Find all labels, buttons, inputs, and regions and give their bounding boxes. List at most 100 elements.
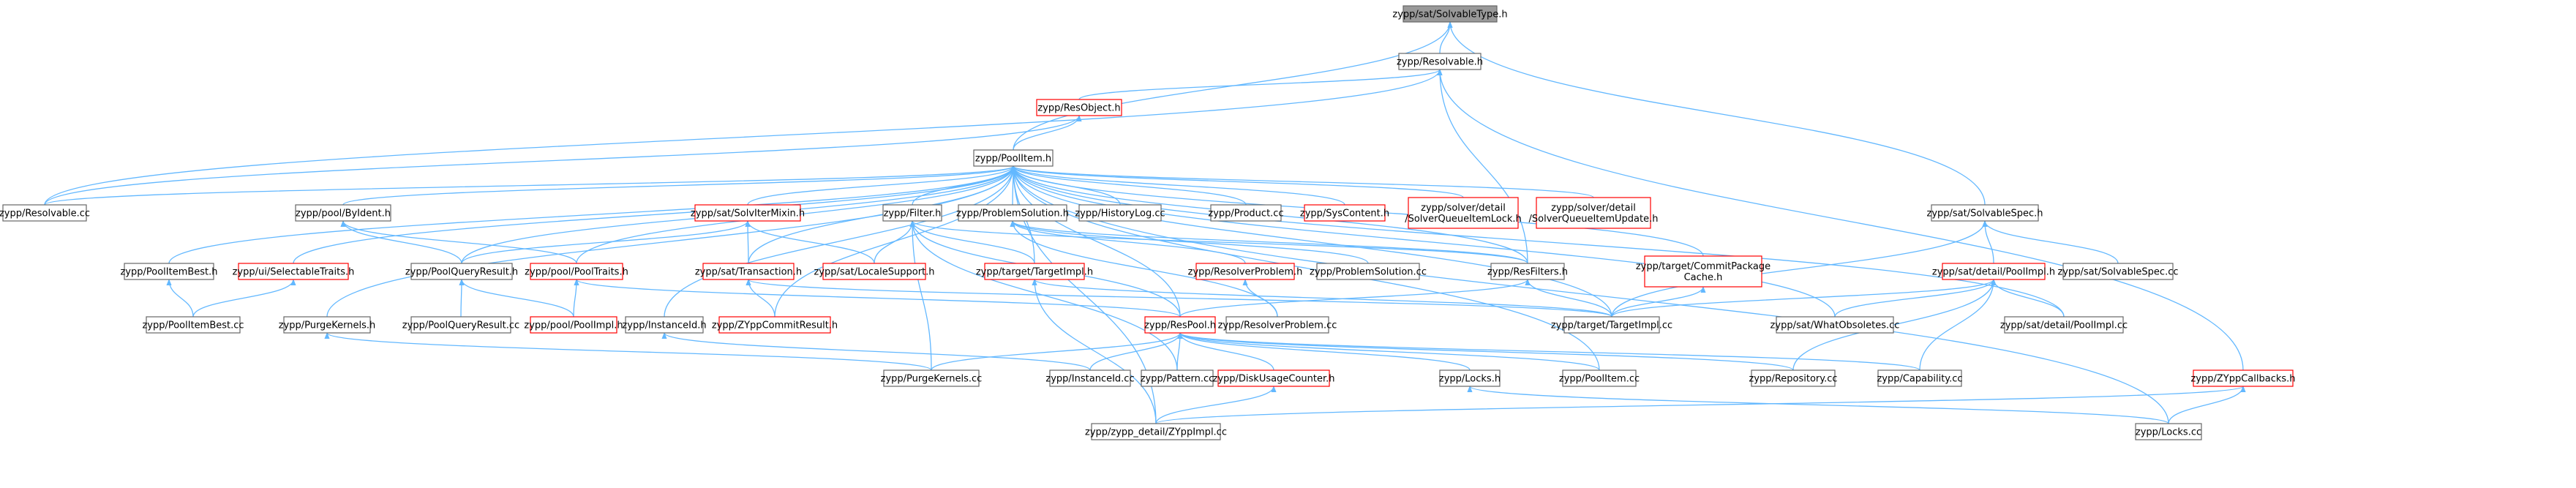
edge-squpdate_h-to-poolitem_h [1010,165,1594,198]
node-repository_cc[interactable]: zypp/Repository.cc [1749,369,1838,387]
node-transaction_h[interactable]: zypp/sat/Transaction.h [695,263,802,280]
node-label: zypp/PoolItemBest.h [120,267,217,278]
node-resobject_h[interactable]: zypp/ResObject.h [1036,99,1122,116]
node-box [1091,423,1221,440]
node-squpdate_h[interactable]: zypp/solver/detail/SolverQueueItemUpdate… [1529,197,1659,229]
node-targetimpl_cc[interactable]: zypp/target/TargetImpl.cc [1551,316,1672,334]
node-box [973,149,1054,167]
node-diskusagecounter_h[interactable]: zypp/DiskUsageCounter.h [1213,369,1335,387]
node-box [1195,263,1295,280]
node-selectabletraits_h[interactable]: zypp/ui/SelectableTraits.h [233,263,355,280]
node-box [1398,53,1482,70]
edge-targetimpl_cc-to-resfilters_h [1525,279,1612,318]
edge-filter_h-to-poolitem_h [912,165,1016,206]
node-problemsolution_cc[interactable]: zypp/ProblemSolution.cc [1310,263,1427,280]
node-byident_h[interactable]: zypp/pool/ByIdent.h [295,204,391,222]
node-pattern_cc[interactable]: zypp/Pattern.cc [1141,369,1214,387]
edge-localesupport_h-to-filter_h [874,220,915,264]
node-purgekernels_cc[interactable]: zypp/PurgeKernels.cc [881,369,983,387]
edge-localesupport_h-to-solvitermaixin_h [745,220,875,264]
node-sqlock_h[interactable]: zypp/solver/detail/SolverQueueItemLock.h [1405,197,1522,229]
node-box [146,316,241,334]
node-poolimpl_h[interactable]: zypp/sat/detail/PoolImpl.h [1932,263,2055,280]
node-poolimpl_pool_h[interactable]: zypp/pool/PoolImpl.h [524,316,623,334]
node-box [883,369,980,387]
node-targetimpl_h[interactable]: zypp/target/TargetImpl.h [976,263,1093,280]
edge-poolitembest_cc-to-poolitembest_h [166,279,194,318]
node-solvablespec_h[interactable]: zypp/sat/SolvableSpec.h [1927,204,2043,222]
node-locks_h[interactable]: zypp/Locks.h [1439,369,1501,387]
edge-instanceid_h-to-poolitem_h [664,165,1016,318]
node-label: zypp/HistoryLog.cc [1075,209,1165,219]
node-label: zypp/target/TargetImpl.h [976,267,1093,278]
node-box [530,316,617,334]
node-poolitembest_h[interactable]: zypp/PoolItemBest.h [120,263,218,280]
node-label: zypp/ResObject.h [1037,103,1120,114]
node-product_cc[interactable]: zypp/Product.cc [1208,204,1284,222]
node-box [410,263,513,280]
node-resolverproblem_h[interactable]: zypp/ResolverProblem.h [1188,263,1303,280]
node-box [1210,204,1282,222]
node-syscontent_h[interactable]: zypp/SysContent.h [1300,204,1389,222]
edge-instanceid_cc-to-respool_h [1089,332,1183,371]
node-box [1402,5,1498,23]
node-label: zypp/ZYppCommitResult.h [712,320,838,331]
node-resolvable_h[interactable]: zypp/Resolvable.h [1397,53,1483,70]
node-resolverproblem_cc[interactable]: zypp/ResolverProblem.cc [1218,316,1337,334]
edge-zyppimpl_cc-to-targetimpl_h [1032,279,1157,424]
node-pooltraits_h[interactable]: zypp/pool/PoolTraits.h [525,263,628,280]
edge-poolimpl_pool_h-to-poolqueryresult_h [459,279,574,318]
node-box [1408,197,1519,229]
node-localesupport_h[interactable]: zypp/sat/LocaleSupport.h [814,263,935,280]
node-solvabletype[interactable]: zypp/sat/SolvableType.h [1392,5,1508,23]
node-instanceid_cc[interactable]: zypp/InstanceId.cc [1045,369,1135,387]
node-label: zypp/target/TargetImpl.cc [1551,320,1672,331]
node-resfilters_h[interactable]: zypp/ResFilters.h [1487,263,1568,280]
node-poolitem_h[interactable]: zypp/PoolItem.h [973,149,1054,167]
node-box [625,316,704,334]
edge-poolqueryresult_cc-to-poolqueryresult_h [459,279,465,318]
node-historylog_cc[interactable]: zypp/HistoryLog.cc [1075,204,1165,222]
node-instanceid_h[interactable]: zypp/InstanceId.h [622,316,707,334]
node-respool_h[interactable]: zypp/ResPool.h [1144,316,1216,334]
node-label: zypp/Repository.cc [1749,374,1837,385]
node-label: zypp/zypp_detail/ZYppImpl.cc [1085,427,1227,438]
node-poolqueryresult_cc[interactable]: zypp/PoolQueryResult.cc [402,316,519,334]
node-locks_cc[interactable]: zypp/Locks.cc [2135,423,2202,440]
edge-problemsolution_cc-to-problemsolution_h [1010,220,1369,264]
node-label: zypp/ResFilters.h [1487,267,1568,278]
node-resolvable_cc[interactable]: zypp/Resolvable.cc [0,204,90,222]
node-box [2193,369,2294,387]
edge-resolvable_cc-to-resobject_h [44,115,1082,206]
node-label: zypp/solver/detail [1421,203,1506,214]
node-zyppimpl_cc[interactable]: zypp/zypp_detail/ZYppImpl.cc [1085,423,1227,440]
node-solvitermaixin_h[interactable]: zypp/sat/SolvIterMixin.h [691,204,805,222]
node-capability_cc[interactable]: zypp/Capability.cc [1877,369,1963,387]
node-purgekernels_h[interactable]: zypp/PurgeKernels.h [279,316,376,334]
node-solvablespec_cc[interactable]: zypp/sat/SolvableSpec.cc [2057,263,2179,280]
node-box [2004,316,2124,334]
node-label: zypp/ResolverProblem.cc [1218,320,1337,331]
node-poolimpl_cc[interactable]: zypp/sat/detail/PoolImpl.cc [2000,316,2128,334]
edge-pattern_cc-to-filter_h [909,220,1178,371]
node-poolitem_cc[interactable]: zypp/PoolItem.cc [1559,369,1640,387]
node-box [2135,423,2202,440]
node-poolitembest_cc[interactable]: zypp/PoolItemBest.cc [142,316,244,334]
node-whatobsoletes_cc[interactable]: zypp/sat/WhatObsoletes.cc [1770,316,1900,334]
edge-purgekernels_cc-to-respool_h [931,332,1183,371]
edge-locks_h-to-respool_h [1177,332,1471,371]
node-filter_h[interactable]: zypp/Filter.h [882,204,942,222]
edge-capability_cc-to-respool_h [1177,332,1920,371]
node-poolqueryresult_h[interactable]: zypp/PoolQueryResult.h [405,263,518,280]
edge-selectabletraits_h-to-poolitem_h [293,165,1016,264]
edge-poolimpl_pool_h-to-pooltraits_h [573,279,579,318]
edge-poolitembest_h-to-poolitem_h [168,165,1016,264]
node-box [410,316,511,334]
node-zyppcommitresult_h[interactable]: zypp/ZYppCommitResult.h [712,316,838,334]
node-problemsolution_h[interactable]: zypp/ProblemSolution.h [956,204,1069,222]
edge-poolqueryresult_h-to-solvitermaixin_h [461,220,751,264]
edge-resolverproblem_cc-to-resolverproblem_h [1242,279,1278,318]
node-zyppcallbacks_h[interactable]: zypp/ZYppCallbacks.h [2190,369,2296,387]
edge-poolimpl_cc-to-poolimpl_h [1991,279,2065,318]
